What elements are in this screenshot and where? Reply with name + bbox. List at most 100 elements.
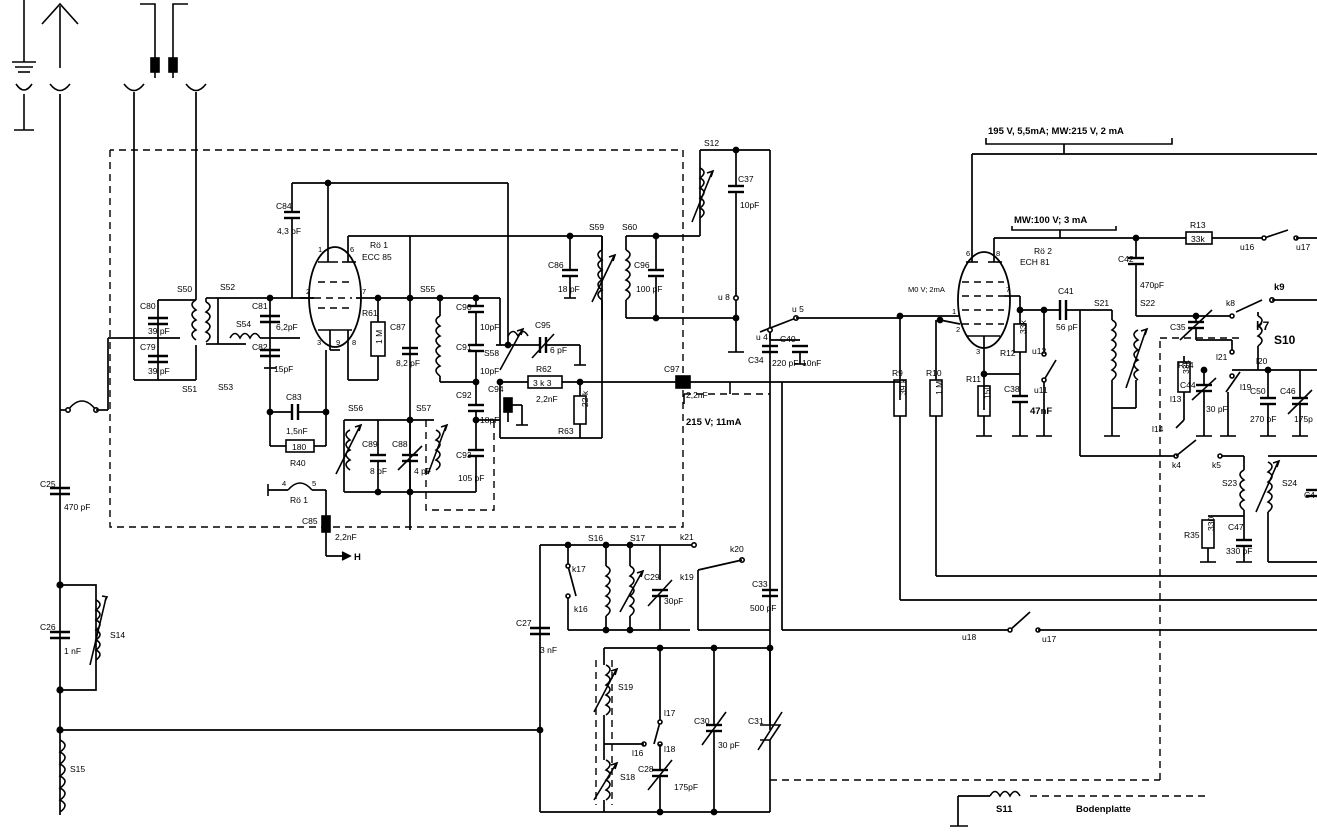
label-r14-value: 33k bbox=[1181, 360, 1191, 374]
label-c25: C25 bbox=[40, 479, 56, 489]
label-u5: u 5 bbox=[792, 304, 804, 314]
label-u17b: u17 bbox=[1042, 634, 1056, 644]
c95-trimmer bbox=[520, 333, 586, 366]
label-c88-value: 4 pF bbox=[414, 466, 431, 476]
heater-pin-4: 4 bbox=[282, 479, 286, 488]
label-s58: S58 bbox=[484, 348, 499, 358]
label-k9: k9 bbox=[1274, 282, 1285, 293]
label-c42: C42 bbox=[1118, 254, 1134, 264]
label-c47: C47 bbox=[1228, 522, 1244, 532]
label-s12: S12 bbox=[704, 138, 719, 148]
label-c89-value: 8 pF bbox=[370, 466, 387, 476]
label-s15: S15 bbox=[70, 764, 85, 774]
label-r40-value: 180 bbox=[292, 442, 306, 452]
label-c94: C94 bbox=[488, 384, 504, 394]
label-u18: u18 bbox=[962, 632, 976, 642]
label-c85: C85 bbox=[302, 516, 318, 526]
label-c26: C26 bbox=[40, 622, 56, 632]
ech81-pin-1: 1 bbox=[952, 307, 956, 316]
s56-s57-tank bbox=[335, 416, 495, 511]
label-195v: 195 V, 5,5mA; MW:215 V, 2 mA bbox=[988, 126, 1124, 137]
tube-pin-9: 9 bbox=[336, 338, 340, 347]
label-c31: C31 bbox=[748, 716, 764, 726]
tube-pin-2: 2 bbox=[306, 287, 310, 296]
label-c94-value: 2,2nF bbox=[536, 394, 558, 404]
label-k19: k19 bbox=[680, 572, 694, 582]
label-s59: S59 bbox=[589, 222, 604, 232]
label-s56: S56 bbox=[348, 403, 363, 413]
label-c41-value: 56 pF bbox=[1056, 322, 1078, 332]
label-c86: C86 bbox=[548, 260, 564, 270]
tube-ecc85 bbox=[300, 183, 460, 530]
supply-rails bbox=[971, 138, 1317, 262]
label-c40: C40 bbox=[780, 334, 796, 344]
label-c86-value: 18 pF bbox=[558, 284, 580, 294]
label-l21: l21 bbox=[1216, 352, 1228, 362]
label-c50-value: 270 pF bbox=[1250, 414, 1276, 424]
label-m0v-small: M0 V; 2mA bbox=[908, 285, 945, 294]
label-c28: C28 bbox=[638, 764, 654, 774]
label-u17: u17 bbox=[1296, 242, 1310, 252]
tube-pin-7: 7 bbox=[362, 287, 366, 296]
label-c85-value: 2,2nF bbox=[335, 532, 357, 542]
label-s51: S51 bbox=[182, 384, 197, 394]
label-u16: u16 bbox=[1240, 242, 1254, 252]
trim-network bbox=[1175, 349, 1313, 437]
label-c47-value: 330 pF bbox=[1226, 546, 1252, 556]
label-l20: l20 bbox=[1256, 356, 1268, 366]
label-s22: S22 bbox=[1140, 298, 1155, 308]
label-c81: C81 bbox=[252, 301, 268, 311]
label-c29-value: 30pF bbox=[664, 596, 683, 606]
label-c80-value: 39 pF bbox=[148, 326, 170, 336]
label-c29: C29 bbox=[644, 572, 660, 582]
label-c88: C88 bbox=[392, 439, 408, 449]
earth-symbol bbox=[12, 0, 36, 131]
label-c92: C92 bbox=[456, 390, 472, 400]
ech81-pin-7: 7 bbox=[1006, 285, 1010, 294]
label-c25-value: 470 pF bbox=[64, 502, 90, 512]
label-k17: k17 bbox=[572, 564, 586, 574]
label-s54: S54 bbox=[236, 319, 251, 329]
label-c37: C37 bbox=[738, 174, 754, 184]
heater-pin-5: 5 bbox=[312, 479, 316, 488]
label-c84-value: 4,3 pF bbox=[277, 226, 301, 236]
label-s57: S57 bbox=[416, 403, 431, 413]
label-l17: l17 bbox=[664, 708, 676, 718]
label-c79-value: 39 pF bbox=[148, 366, 170, 376]
label-s14: S14 bbox=[110, 630, 125, 640]
s21-s22-oscillator bbox=[1079, 238, 1184, 457]
tube-pin-8: 8 bbox=[352, 338, 356, 347]
label-s23: S23 bbox=[1222, 478, 1237, 488]
ech81-pin-2: 2 bbox=[956, 325, 960, 334]
label-s10: S10 bbox=[1274, 333, 1296, 347]
label-c95: C95 bbox=[535, 320, 551, 330]
ech81-pin-3: 3 bbox=[976, 347, 980, 356]
label-c26-value: 1 nF bbox=[64, 646, 81, 656]
label-s52: S52 bbox=[220, 282, 235, 292]
label-c50: C50 bbox=[1250, 386, 1266, 396]
label-s55: S55 bbox=[420, 284, 435, 294]
label-c33-value: 500 pF bbox=[750, 603, 776, 613]
label-c95-value: 6 pF bbox=[550, 345, 567, 355]
label-c83-value: 1,5nF bbox=[286, 426, 308, 436]
label-r13: R13 bbox=[1190, 220, 1206, 230]
input-chain bbox=[50, 94, 540, 815]
label-c92-value: 18pF bbox=[480, 415, 499, 425]
label-ech81: ECH 81 bbox=[1020, 257, 1050, 267]
label-s11: S11 bbox=[996, 804, 1013, 815]
label-r62: R62 bbox=[536, 364, 552, 374]
label-l13: l13 bbox=[1170, 394, 1182, 404]
label-c91-value: 10pF bbox=[480, 366, 499, 376]
s12-c37 bbox=[691, 146, 771, 730]
label-c96: C96 bbox=[634, 260, 650, 270]
label-s21: S21 bbox=[1094, 298, 1109, 308]
label-c82-value: 15pF bbox=[274, 364, 293, 374]
label-c44-value: 30 pF bbox=[1206, 404, 1228, 414]
r9-r10 bbox=[893, 312, 1317, 601]
label-c41: C41 bbox=[1058, 286, 1074, 296]
label-r12: R12 bbox=[1000, 348, 1016, 358]
label-c38-value: 47nF bbox=[1030, 406, 1052, 417]
label-c79: C79 bbox=[140, 342, 156, 352]
label-c27: C27 bbox=[516, 618, 532, 628]
label-k4: k4 bbox=[1172, 460, 1181, 470]
